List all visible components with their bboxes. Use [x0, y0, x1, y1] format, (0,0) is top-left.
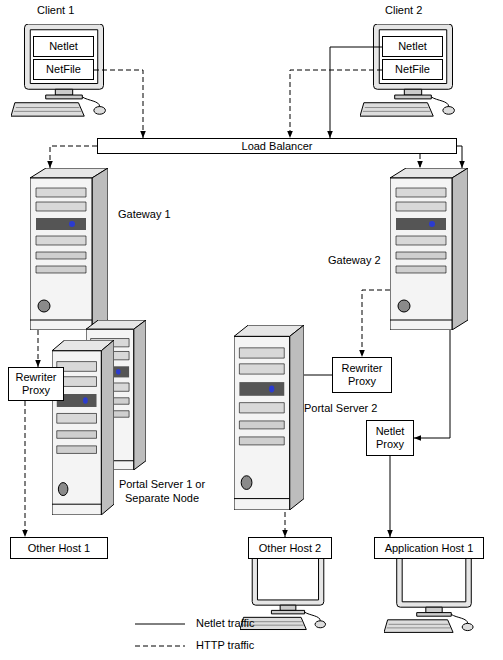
- node-label: Client 2: [385, 4, 422, 18]
- gateway-server: Gateway 1: [30, 168, 108, 330]
- node-label: Rewriter Proxy: [10, 371, 62, 396]
- software-box: Netlet: [382, 36, 443, 57]
- http-connector: [285, 512, 286, 537]
- http-connector: [94, 70, 143, 138]
- node-label: Netlet: [49, 40, 78, 53]
- http-connector: [38, 330, 39, 367]
- netlet-connector: [390, 456, 391, 537]
- http-connector: [25, 401, 26, 537]
- node-label: Load Balancer: [242, 140, 313, 153]
- node-label: Rewriter Proxy: [334, 362, 390, 387]
- portal-server: Portal Server 2 Rewriter Proxy: [232, 322, 396, 512]
- node-label: Portal Server 2: [304, 402, 377, 416]
- netlet-connector: [330, 47, 382, 138]
- legend-label: HTTP traffic: [196, 639, 254, 651]
- client-computer: Client 2 NetletNetFile: [356, 2, 474, 120]
- netlet-connector: [414, 330, 450, 438]
- client-computer: [360, 24, 454, 116]
- attach-line: [304, 375, 332, 376]
- software-box: Netlet: [33, 36, 94, 57]
- client-computer: [11, 24, 105, 116]
- node-label: NetFile: [395, 63, 430, 76]
- legend-label: Netlet traffic: [196, 617, 255, 629]
- proxy-box: Rewriter Proxy: [8, 367, 64, 401]
- netlet-connector: [457, 146, 462, 168]
- node-label: Other Host 1: [28, 542, 90, 555]
- node-label: Gateway 1: [118, 208, 171, 222]
- server-tower: [390, 168, 468, 330]
- software-box: NetFile: [382, 59, 443, 80]
- software-box: NetFile: [33, 59, 94, 80]
- legend-sample-dashed: [135, 646, 185, 647]
- node-label: Netlet Proxy: [368, 425, 412, 450]
- gateway-server: Gateway 2: [390, 168, 468, 330]
- node-label: Portal Server 1 or Separate Node: [112, 478, 212, 506]
- legend-sample-solid: [135, 624, 185, 625]
- proxy-box: Rewriter Proxy: [332, 357, 392, 393]
- node-label: Other Host 2: [259, 542, 321, 555]
- http-connector: [50, 146, 97, 168]
- server-tower: [30, 168, 108, 330]
- client-computer: Client 1 NetletNetFile: [8, 2, 120, 120]
- http-connector: [290, 70, 382, 138]
- host-box: Other Host 1: [10, 537, 108, 559]
- node-label: Netlet: [398, 40, 427, 53]
- proxy-box: Netlet Proxy: [366, 420, 414, 456]
- node-label: NetFile: [46, 63, 81, 76]
- http-connector: [362, 290, 390, 357]
- host-box: Application Host 1: [374, 537, 484, 559]
- node-label: Application Host 1: [385, 542, 474, 555]
- node-label: Gateway 2: [328, 254, 381, 268]
- http-connector: [420, 154, 421, 168]
- portal-server: Portal Server 1 or Separate NodeRewriter…: [6, 318, 192, 532]
- server-tower: [234, 325, 304, 510]
- load-balancer-bar: Load Balancer: [97, 138, 457, 154]
- host-box: Other Host 2: [248, 537, 332, 559]
- node-label: Client 1: [37, 4, 74, 18]
